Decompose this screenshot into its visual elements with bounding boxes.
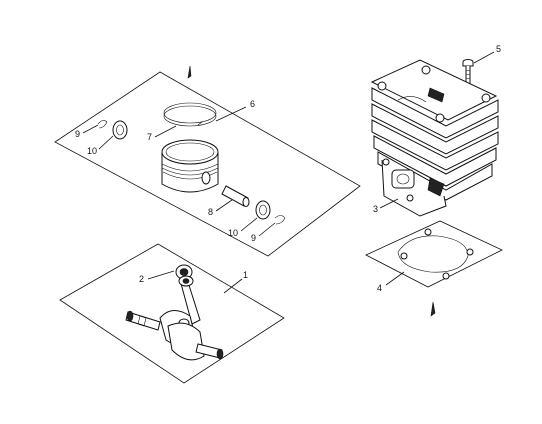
cylinder-assembly: 5 3 (370, 44, 501, 217)
callout-10-right: 10 (228, 228, 238, 238)
callout-8: 8 (208, 207, 213, 217)
gasket-panel: 4 (365, 220, 503, 317)
washer-right (255, 200, 271, 220)
cylinder (370, 59, 499, 217)
piston-ring (163, 102, 217, 127)
piston (161, 139, 219, 193)
callout-2: 2 (139, 274, 144, 284)
callout-9-right: 9 (251, 233, 256, 243)
callout-6: 6 (250, 99, 255, 109)
piston-kit-plate (54, 71, 361, 257)
piston-pin (221, 185, 250, 207)
direction-arrow-icon (187, 65, 192, 79)
callout-4: 4 (377, 283, 382, 293)
crankshaft (125, 275, 224, 361)
crankshaft-plate (59, 243, 285, 384)
callout-7: 7 (147, 132, 152, 142)
crankshaft-panel: 1 2 (59, 243, 285, 384)
cylinder-gasket (397, 228, 474, 280)
circlip-left (97, 120, 108, 129)
callout-1: 1 (243, 270, 248, 280)
circlip-right (274, 215, 286, 225)
callout-3: 3 (373, 204, 378, 214)
cylinder-bolt (462, 59, 474, 85)
direction-arrow-icon (430, 301, 436, 317)
callout-10-left: 10 (87, 146, 97, 156)
callout-5: 5 (496, 44, 501, 54)
callout-9-left: 9 (75, 129, 80, 139)
washer-left (112, 120, 128, 140)
gasket-plate (365, 220, 503, 288)
piston-kit-panel: 6 7 8 9 10 10 9 (54, 65, 361, 257)
